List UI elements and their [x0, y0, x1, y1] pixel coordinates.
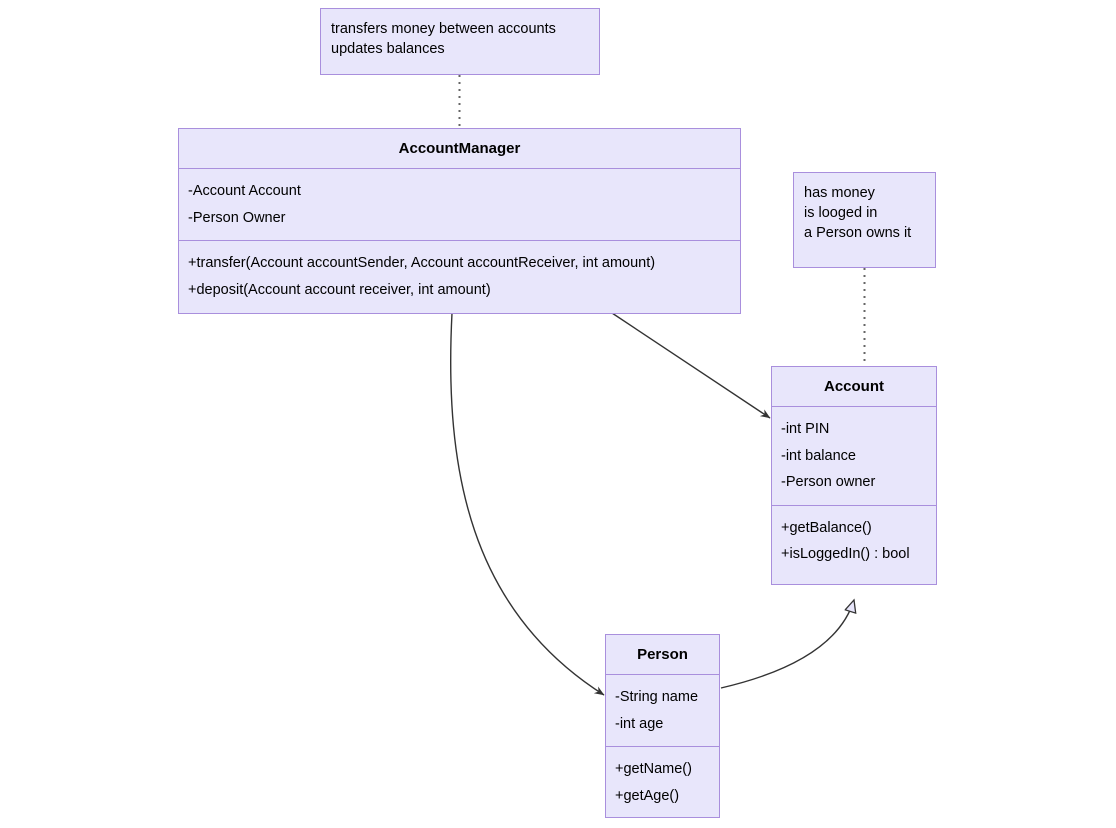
class-method: +getAge() — [615, 787, 680, 804]
note-line: transfers money between accounts — [331, 21, 556, 37]
compartment-divider — [606, 746, 719, 747]
note-line: is looged in — [804, 205, 878, 221]
methods-compartment: +getName() +getAge() — [606, 747, 719, 818]
compartment-divider — [179, 240, 740, 241]
class-box-person[interactable]: Person -String name -int age +getName() … — [605, 634, 720, 818]
class-attribute: -int age — [615, 715, 664, 732]
attributes-compartment: -Account Account -Person Owner — [179, 169, 740, 240]
compartment-divider — [179, 168, 740, 169]
note-line: has money — [804, 185, 875, 201]
note-line: updates balances — [331, 41, 445, 57]
compartment-divider — [772, 504, 936, 506]
class-attribute: -int balance — [781, 447, 856, 464]
class-method: +transfer(Account accountSender, Account… — [188, 255, 656, 271]
note-line: a Person owns it — [804, 225, 912, 241]
class-method: +getName() — [615, 761, 692, 777]
attributes-compartment: -String name -int age — [606, 675, 719, 746]
class-attribute: -Person Owner — [188, 209, 286, 226]
class-method: +getBalance() — [781, 519, 872, 536]
class-attribute: -Person owner — [781, 474, 876, 490]
class-attribute: -String name — [615, 689, 699, 705]
class-method: +deposit(Account account receiver, int a… — [188, 281, 491, 298]
edge-account-manager-to-person — [450, 312, 605, 696]
class-name-account: Account — [824, 378, 884, 395]
attributes-compartment: -int PIN -int balance -Person owner — [772, 407, 936, 505]
methods-compartment: +transfer(Account accountSender, Account… — [179, 241, 740, 312]
note-account-manager: transfers money between accounts updates… — [320, 8, 600, 75]
edge-person-to-account — [720, 600, 854, 689]
class-box-account[interactable]: Account -int PIN -int balance -Person ow… — [771, 366, 937, 585]
note-account: has money is looged in a Person owns it — [793, 172, 936, 268]
methods-compartment: +getBalance() +isLoggedIn() : bool — [772, 506, 936, 577]
class-name-account-manager: AccountManager — [398, 140, 521, 157]
compartment-divider — [772, 406, 936, 407]
class-attribute: -Account Account — [188, 183, 301, 199]
compartment-divider — [606, 674, 719, 675]
class-box-account-manager[interactable]: AccountManager -Account Account -Person … — [178, 128, 741, 314]
edge-account-manager-to-account — [611, 312, 771, 419]
class-attribute: -int PIN — [781, 421, 830, 437]
class-name-person: Person — [637, 646, 688, 663]
class-method: +isLoggedIn() : bool — [781, 546, 910, 562]
